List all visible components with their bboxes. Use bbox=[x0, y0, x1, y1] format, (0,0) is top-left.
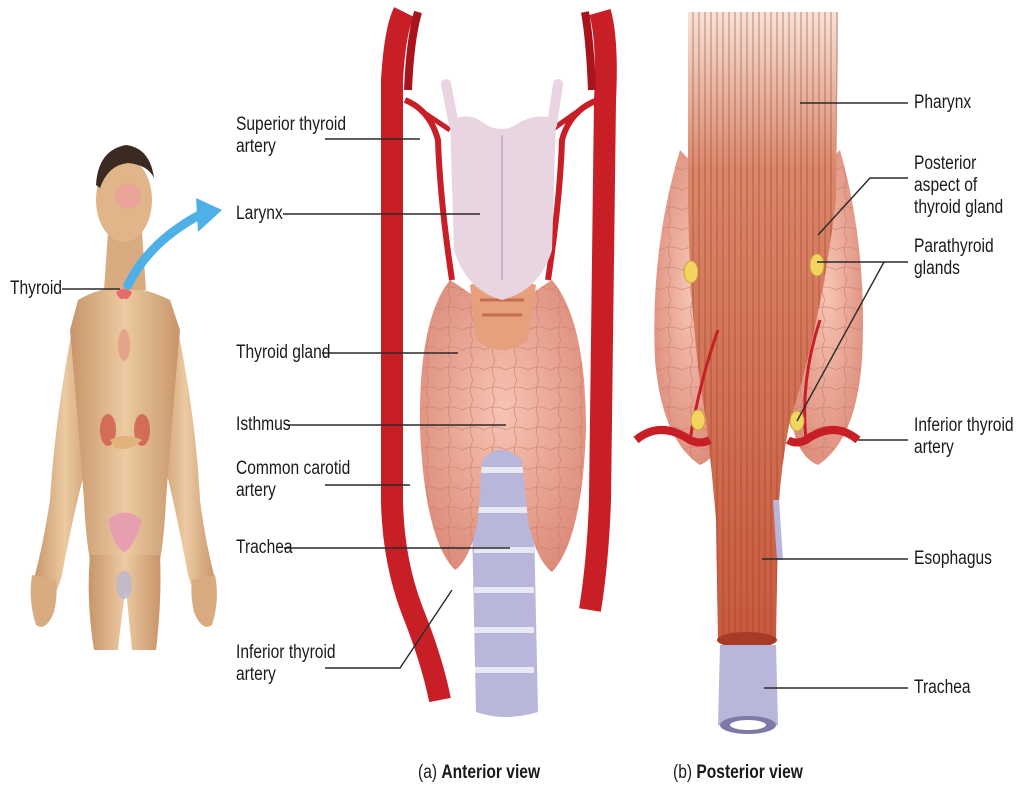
label-pharynx: Pharynx bbox=[914, 92, 971, 114]
label-trachea-anterior: Trachea bbox=[236, 537, 293, 559]
label-superior-thyroid-artery: Superior thyroid artery bbox=[236, 114, 351, 158]
label-isthmus: Isthmus bbox=[236, 414, 291, 436]
label-posterior-aspect: Posterior aspect of thyroid gland bbox=[914, 153, 1025, 219]
caption-posterior-prefix: (b) bbox=[673, 762, 692, 783]
label-parathyroid-glands: Parathyroid glands bbox=[914, 236, 1012, 280]
label-esophagus: Esophagus bbox=[914, 548, 992, 570]
label-thyroid-gland: Thyroid gland bbox=[236, 342, 330, 364]
label-common-carotid-artery: Common carotid artery bbox=[236, 458, 351, 502]
human-figure bbox=[31, 145, 222, 650]
caption-anterior-text: Anterior view bbox=[441, 762, 540, 783]
caption-anterior-view: (a) Anterior view bbox=[418, 762, 540, 784]
label-inferior-thyroid-artery-anterior: Inferior thyroid artery bbox=[236, 642, 351, 686]
label-inferior-thyroid-artery-posterior: Inferior thyroid artery bbox=[914, 415, 1021, 459]
label-trachea-posterior: Trachea bbox=[914, 677, 971, 699]
anterior-view-illustration bbox=[392, 12, 606, 717]
caption-anterior-prefix: (a) bbox=[418, 762, 437, 783]
caption-posterior-text: Posterior view bbox=[696, 762, 803, 783]
label-thyroid: Thyroid bbox=[10, 278, 62, 300]
caption-posterior-view: (b) Posterior view bbox=[673, 762, 803, 784]
posterior-view-illustration bbox=[636, 12, 863, 734]
label-larynx: Larynx bbox=[236, 203, 283, 225]
